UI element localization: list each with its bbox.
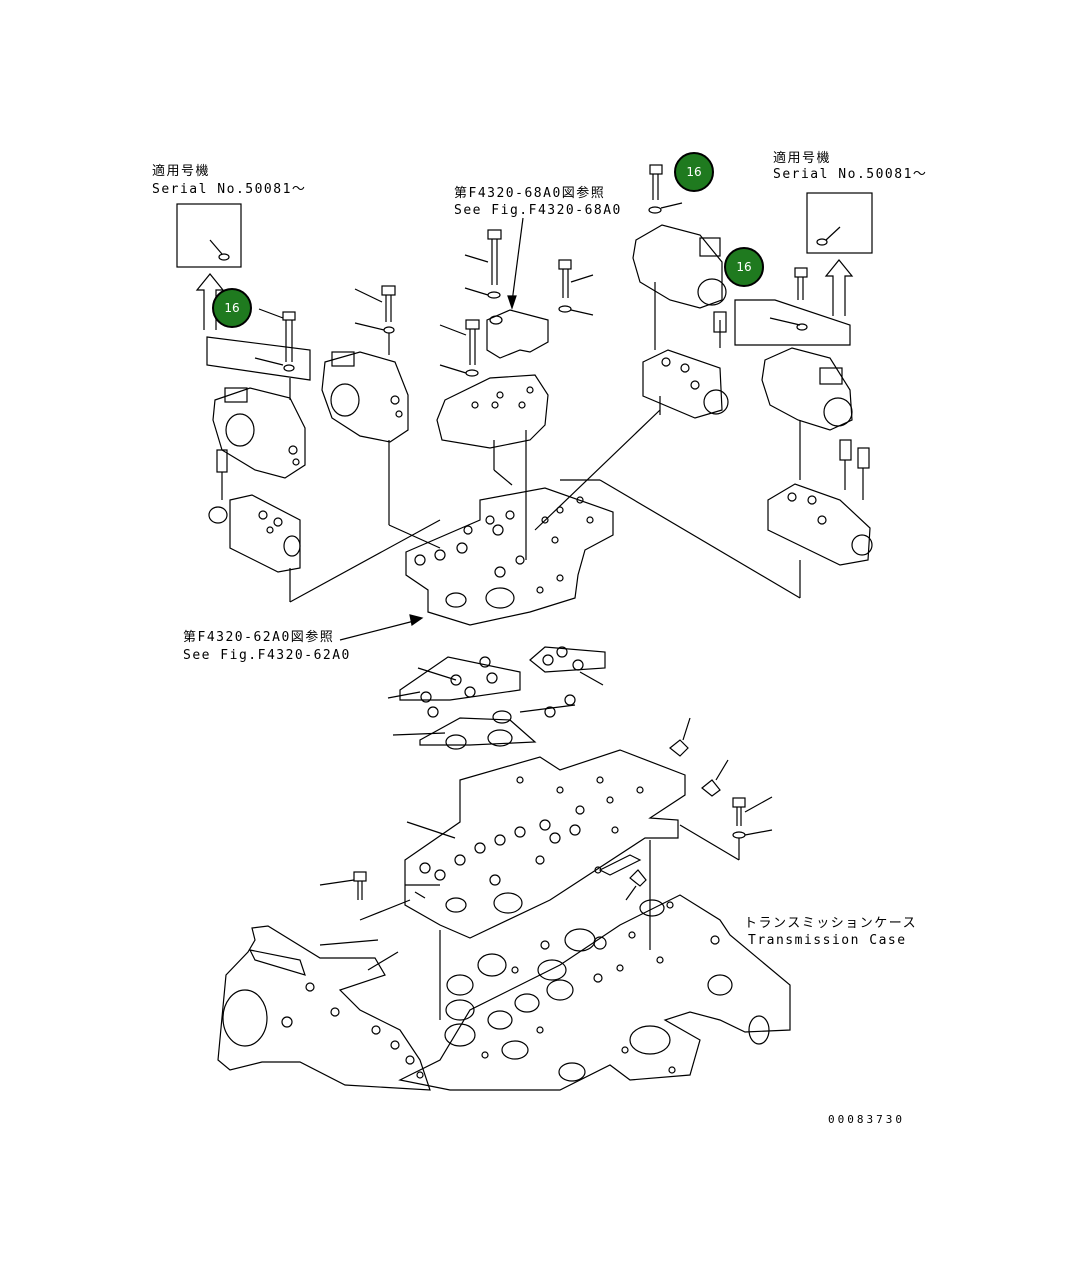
callout-16-top-right: 16 (674, 152, 714, 192)
bolt-center (487, 229, 502, 240)
reference-label-mid-jp: 第F4320-62A0図参照 (183, 630, 335, 645)
detail-box-left (176, 203, 242, 268)
valve-block-right (767, 483, 871, 566)
washer-detail-right (816, 238, 828, 246)
valve-block-left (229, 494, 301, 573)
upper-valve-body (405, 487, 614, 626)
reference-label-top-en: See Fig.F4320-68A0 (454, 203, 622, 218)
transmission-case-label-en: Transmission Case (748, 933, 907, 948)
transmission-case (217, 925, 431, 1091)
mounting-bracket (436, 374, 549, 449)
solenoid-valve-left (212, 387, 306, 479)
drawing-number: 00083730 (828, 1113, 905, 1126)
bolt-lower-left (353, 871, 367, 882)
applicable-serial-label-left-jp: 適用号機 (152, 164, 211, 179)
reference-label-top-jp: 第F4320-68A0図参照 (454, 186, 606, 201)
lower-valve-body (404, 749, 686, 939)
solenoid-valve-right (761, 347, 853, 431)
arrow-right (824, 259, 854, 316)
reference-label-mid-en: See Fig.F4320-62A0 (183, 648, 351, 663)
arrow-left (195, 273, 225, 330)
bolt-right (794, 267, 808, 278)
bolt-left (282, 311, 296, 321)
manifold-fitting (486, 309, 549, 359)
washer-detail-left (218, 253, 230, 261)
callout-16-left: 16 (212, 288, 252, 328)
bolt-top-right (649, 164, 663, 175)
gasket-2 (529, 646, 606, 673)
applicable-serial-label-right-jp: 適用号機 (773, 151, 832, 166)
detail-box-right (806, 192, 873, 254)
applicable-serial-label-left-en: Serial No.50081～ (152, 182, 307, 197)
gasket-3 (419, 717, 537, 746)
bolt-center-left (381, 285, 396, 296)
fitting-right (701, 779, 721, 797)
gasket-1 (399, 656, 521, 701)
solenoid-valve-top-right (632, 224, 723, 309)
solenoid-valve-center (321, 351, 409, 443)
bolt-right-top (558, 259, 572, 270)
applicable-serial-label-right-en: Serial No.50081～ (773, 167, 928, 182)
bolt-lower-right (732, 797, 746, 808)
fitting-lower (629, 869, 647, 887)
callout-16-right: 16 (724, 247, 764, 287)
transmission-case-label-jp: トランスミッションケース (744, 916, 918, 931)
valve-block-top-right (642, 349, 723, 419)
fitting-upper (669, 739, 689, 757)
